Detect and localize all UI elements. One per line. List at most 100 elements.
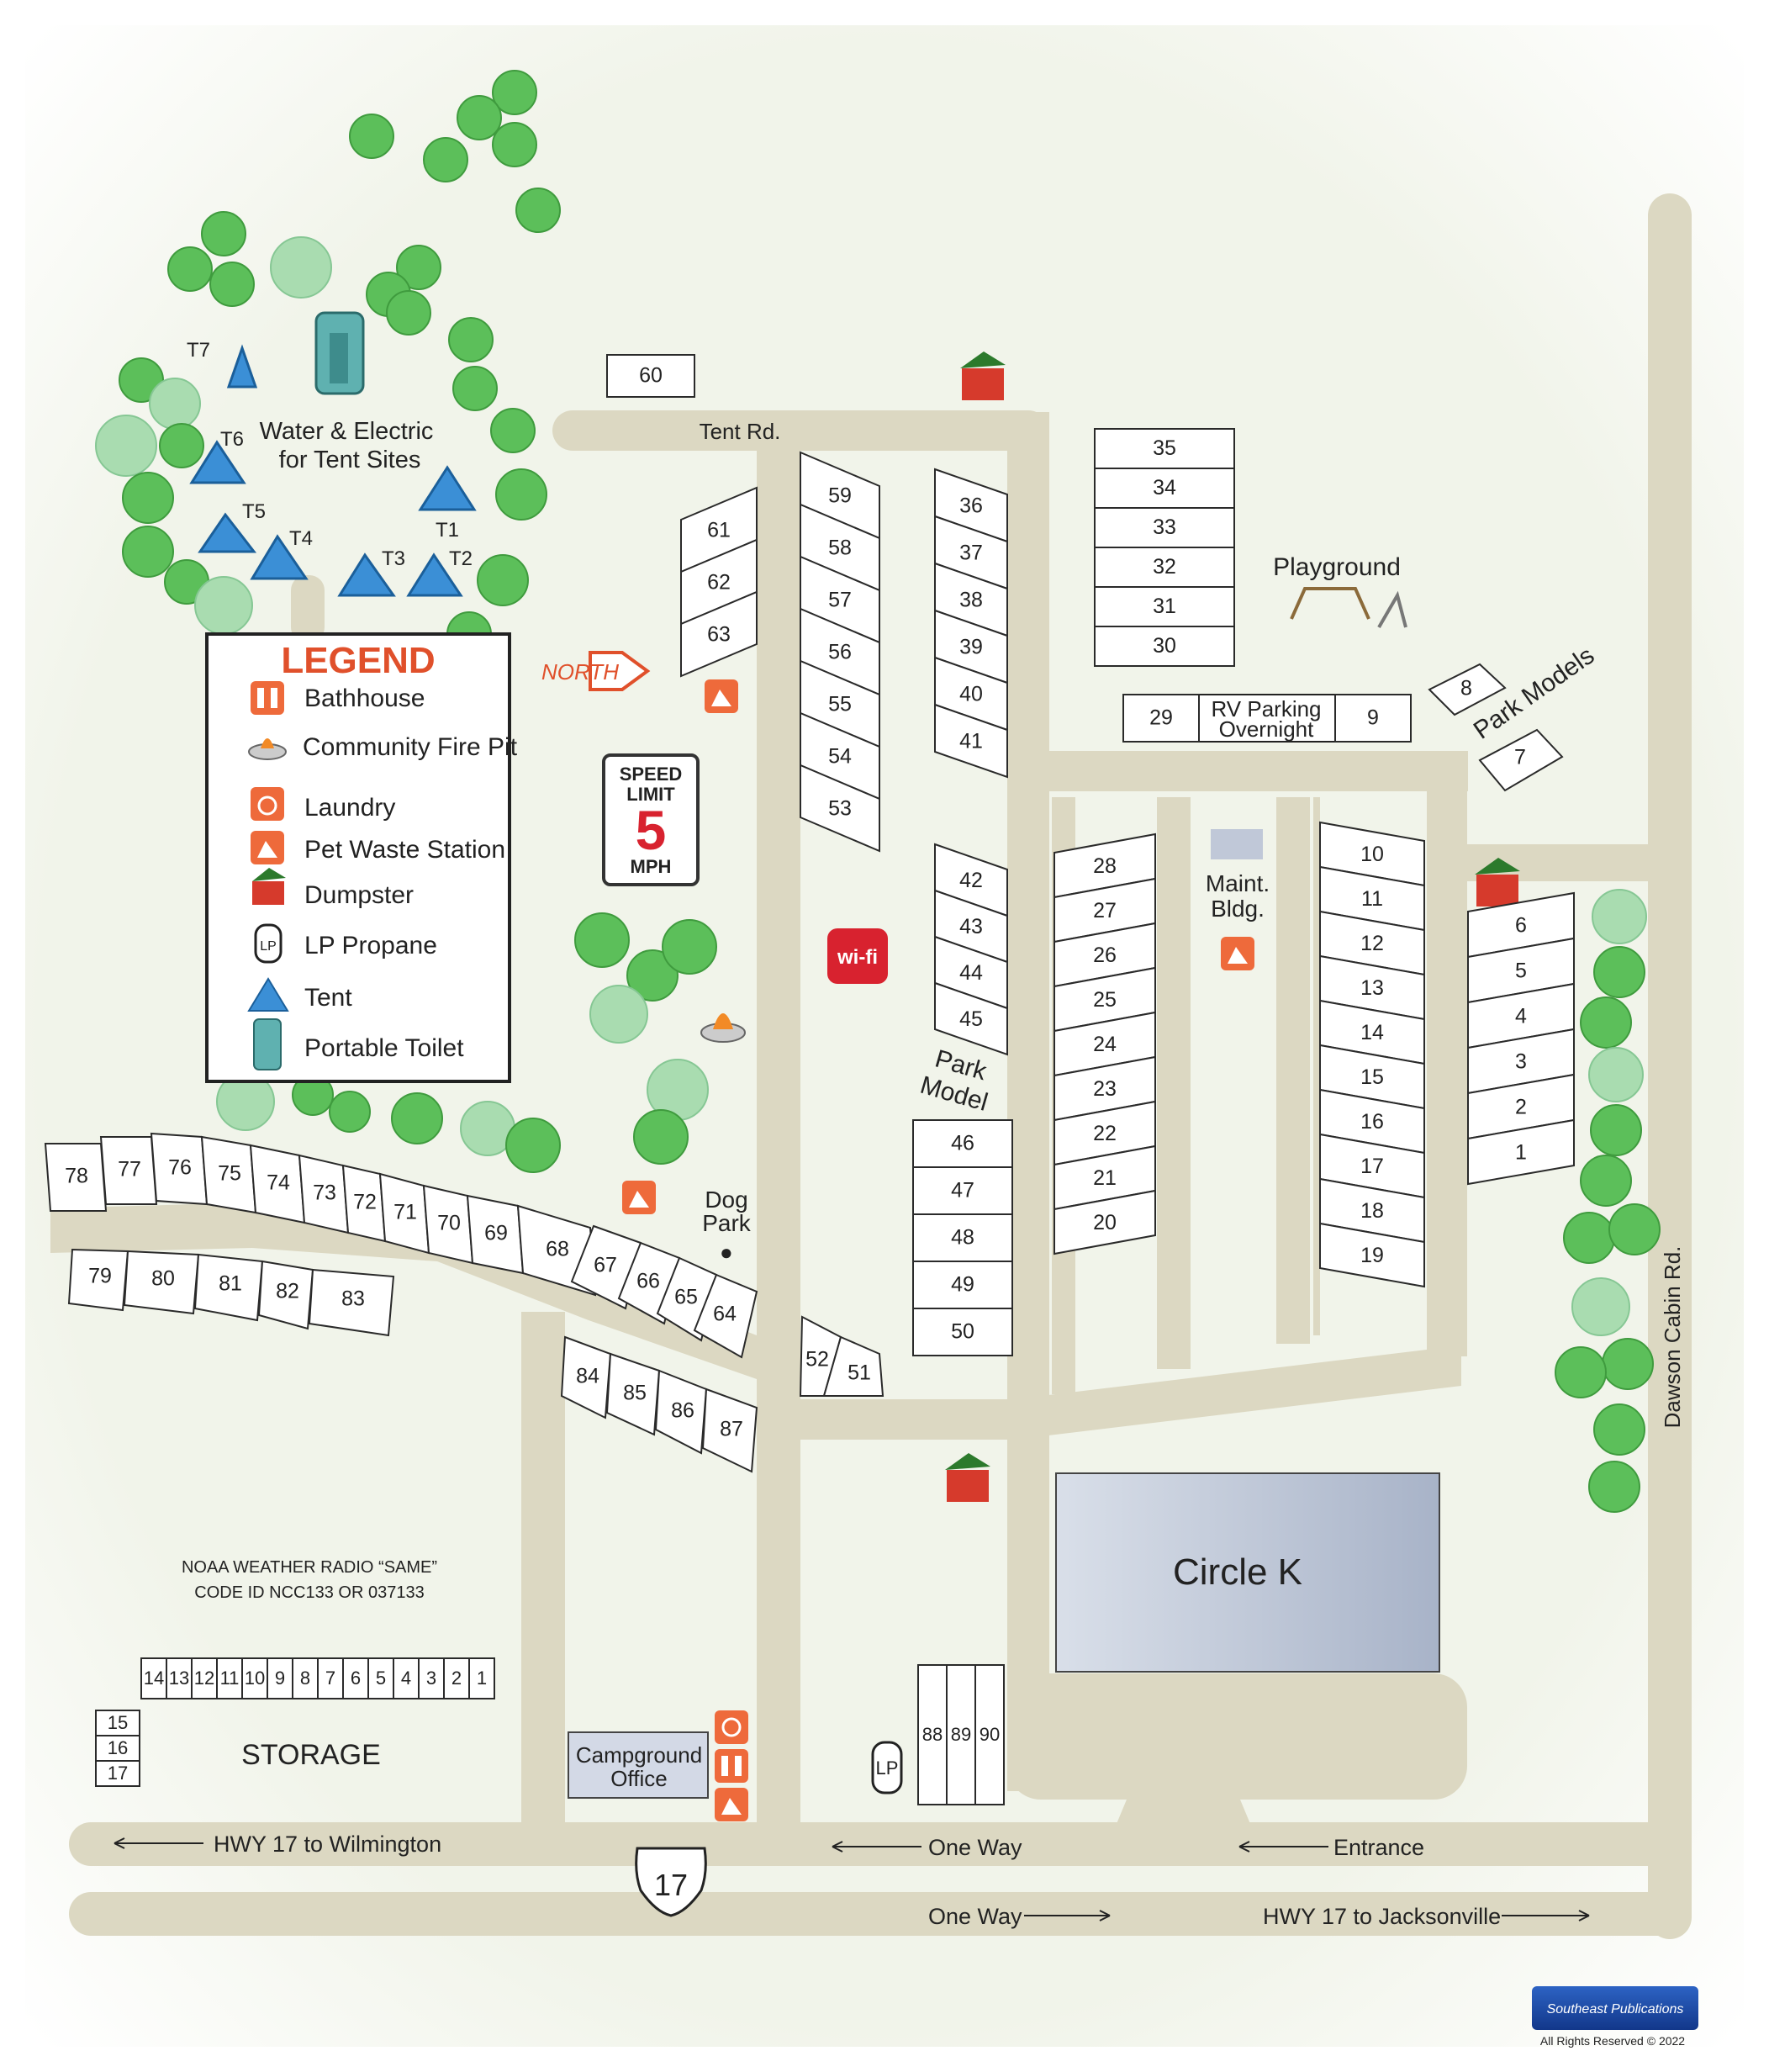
campsite-label: 58 (828, 536, 852, 560)
campsite-32: 32 (1094, 547, 1235, 588)
campsite-15: 15 (95, 1710, 140, 1736)
campsite-label: 61 (707, 519, 731, 542)
campsite-label: 21 (1093, 1166, 1117, 1190)
campsite-label: 75 (218, 1162, 241, 1186)
campsite-pad (560, 1335, 612, 1419)
campsite-1: 1 (468, 1657, 495, 1699)
campsite-label: 88 (922, 1724, 943, 1745)
tent-label-t2: T2 (449, 547, 473, 570)
campsite-69: 69 (466, 1194, 525, 1275)
pet-waste-icon (705, 679, 738, 713)
tent-area-path (291, 575, 325, 642)
campsite-pad (193, 1253, 264, 1322)
campsite-label: 69 (484, 1222, 508, 1245)
svg-text:MPH: MPH (631, 856, 672, 877)
campsite-pad (1334, 694, 1412, 743)
campground-office: Campground Office (568, 1710, 748, 1821)
campsite-label: 40 (959, 683, 983, 706)
tent-rd-label: Tent Rd. (700, 419, 781, 444)
hwy-jacksonville-label: HWY 17 to Jacksonville (1263, 1904, 1501, 1929)
dumpster-icon (945, 1453, 990, 1502)
west-spur-road (521, 1312, 565, 1838)
campsite-label: 19 (1360, 1244, 1384, 1267)
campsite-label: 67 (594, 1254, 617, 1277)
tent-icon (406, 552, 463, 597)
campsite-2: 2 (443, 1657, 470, 1699)
campsite-label: 12 (1360, 932, 1384, 955)
campsite-label: 84 (576, 1365, 599, 1388)
campsite-label: 27 (1093, 899, 1117, 922)
tent-label-t5: T5 (242, 500, 266, 523)
legend-label-dumpster: Dumpster (304, 881, 414, 909)
campsite-18: 18 (1319, 1177, 1425, 1244)
campsite-label: 87 (720, 1418, 743, 1441)
legend-label-tent: Tent (304, 984, 352, 1012)
publisher-name: Southeast Publications (1547, 2002, 1684, 2016)
tree (329, 1091, 371, 1133)
svg-text:LIMIT: LIMIT (626, 784, 675, 805)
fire-pit-icon (700, 1013, 746, 1043)
spur-d (1313, 797, 1320, 1335)
dumpster-icon (1475, 858, 1520, 906)
campsite-label: 39 (959, 636, 983, 659)
campsite-label: 66 (636, 1270, 660, 1293)
campsite-label: 18 (1360, 1199, 1384, 1223)
campsite-label: 10 (1360, 843, 1384, 866)
hwy-17-shield-label: 17 (654, 1868, 688, 1902)
campsite-8: 8 (1428, 663, 1507, 716)
tree (391, 1092, 443, 1144)
campsite-9: 9 (1334, 694, 1412, 743)
pet-waste-icon (251, 831, 284, 864)
campsite-label: 7 (1514, 746, 1526, 769)
campsite-label: 74 (267, 1171, 290, 1195)
svg-text:LP: LP (260, 939, 277, 954)
campsite-40: 40 (934, 656, 1008, 732)
campsite-76: 76 (150, 1132, 209, 1206)
campsite-pad (44, 1143, 108, 1212)
campsite-45: 45 (934, 981, 1008, 1056)
campsite-label: 13 (169, 1668, 189, 1689)
playground-icon (1290, 587, 1407, 629)
legend-label-bathhouse: Bathhouse (304, 684, 425, 712)
campsite-label: 9 (1367, 706, 1379, 730)
campsite-label: 3 (426, 1668, 436, 1689)
tree (495, 468, 547, 521)
campsite-pad (934, 981, 1008, 1056)
campsite-9: 9 (267, 1657, 293, 1699)
lp-propane-icon: LP (871, 1741, 903, 1794)
north-road (757, 451, 800, 1840)
laundry-icon (251, 787, 284, 821)
campsite-pad (1467, 1118, 1575, 1186)
campsite-7: 7 (317, 1657, 344, 1699)
north-label: NORTH (541, 659, 619, 684)
paw-icon: ● (720, 1240, 733, 1265)
campsite-pad (605, 1352, 661, 1436)
campsite-pad (974, 1664, 1005, 1805)
campsite-label: 5 (376, 1668, 386, 1689)
campsite-label: 44 (959, 961, 983, 985)
dog-park-label: Dog (705, 1187, 747, 1213)
campsite-79: 79 (67, 1248, 129, 1312)
campsite-54: 54 (800, 711, 880, 801)
campsite-label: 14 (144, 1668, 164, 1689)
campsite-label: 68 (546, 1238, 569, 1261)
campsite-label: 81 (219, 1272, 242, 1296)
campsite-28: 28 (1053, 832, 1156, 899)
campsite-label: 57 (828, 589, 852, 612)
bathhouse-icon (715, 1749, 748, 1783)
tree (349, 114, 394, 159)
tree (423, 137, 468, 182)
campsite-label: 62 (707, 571, 731, 595)
rv-parking-label: RV Parking (1211, 696, 1321, 722)
campsite-17: 17 (95, 1760, 140, 1787)
tree (1608, 1203, 1661, 1255)
campsite-6: 6 (342, 1657, 369, 1699)
tent-label-t7: T7 (187, 339, 210, 362)
campsite-label: 4 (1515, 1005, 1527, 1028)
tree (149, 378, 201, 430)
tree (194, 576, 253, 635)
campsite-label: 64 (713, 1303, 737, 1326)
campsite-label: 4 (401, 1668, 411, 1689)
campsite-label: 89 (951, 1724, 971, 1745)
hwy-17-south-lane (69, 1892, 1692, 1936)
